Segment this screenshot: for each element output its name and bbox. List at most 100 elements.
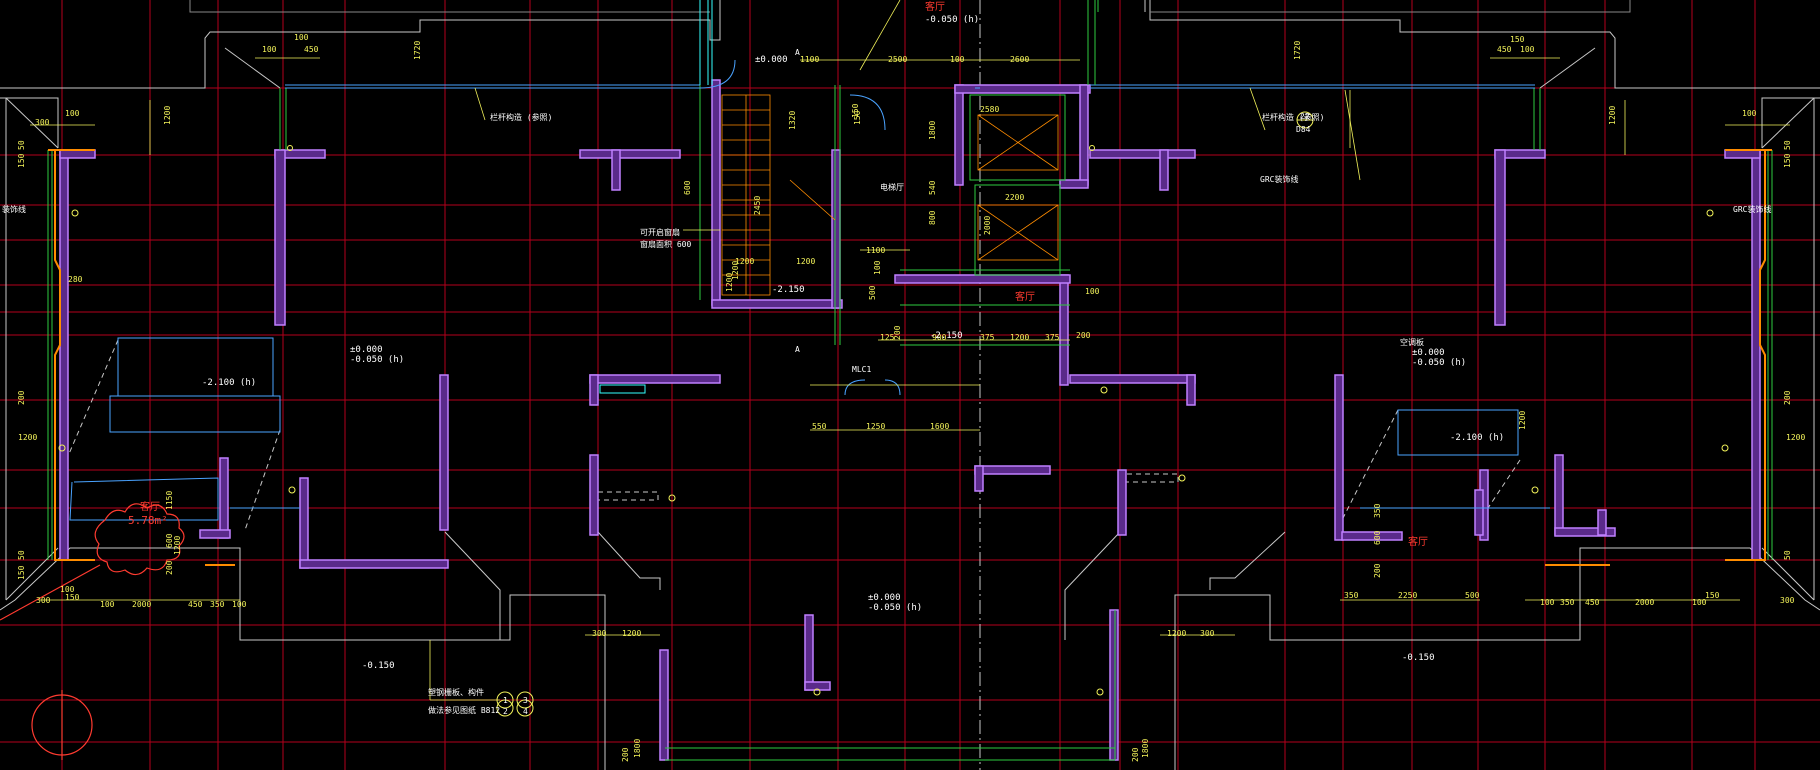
dim-2450: 2450 <box>753 196 762 215</box>
dim-1250: 1250 <box>866 422 885 431</box>
dim-c-2000: 2000 <box>983 216 992 235</box>
dim-br-100b: 100 <box>1692 598 1707 607</box>
elev-pm0-top: ±0.000 <box>755 55 788 65</box>
dim-1200e: 1200 <box>731 261 740 280</box>
annot-note-bottom-2: 做法参见图纸 B812 <box>428 705 500 715</box>
dim-900: 900 <box>932 333 947 342</box>
elev-main-center: ±0.000 <box>868 593 901 603</box>
dim-r-200: 200 <box>1783 390 1792 405</box>
dim-br-350: 350 <box>1344 591 1359 600</box>
dim-left-1200: 1200 <box>18 433 37 442</box>
elevation-texts: ±0.000 -2.150 -0.150 -0.150 ±0.000 -0.05… <box>202 15 1504 671</box>
annotation-texts: GRC装饰线 装饰线 A A 22 D84 1 3 2 4 栏杆构造 (参照) … <box>2 48 1771 716</box>
dim-bl-600: 600 <box>165 533 174 548</box>
annot-grc: GRC装饰线 <box>1260 174 1298 184</box>
red-labels: 客厅 5.78m² 客厅 客厅 客厅 <box>128 0 1428 548</box>
dim-c-1800a: 1800 <box>633 739 642 758</box>
elev-neg0150-left: -0.150 <box>362 661 395 671</box>
elev-top-center: -0.050 (h) <box>925 15 979 25</box>
dimension-lines <box>30 0 1790 701</box>
annot-center-mid: 电梯厅 <box>880 182 904 192</box>
facade-lines <box>47 84 1773 761</box>
elev-neg0150-right: -0.150 <box>1402 653 1435 663</box>
elev-left-room-sub: -0.050 (h) <box>350 355 404 365</box>
dim-r-150: 150 <box>1783 153 1792 168</box>
room-rename-label-right: 客厅 <box>1408 535 1428 548</box>
dim-c-100: 100 <box>1085 287 1100 296</box>
dim-left-150b: 150 <box>17 565 26 580</box>
elev-neg2150-b: -2.150 <box>930 331 963 341</box>
detail-ref-1: 1 <box>503 696 508 705</box>
dim-left-300b: 300 <box>36 596 51 605</box>
dim-bl-200: 200 <box>165 560 174 575</box>
annot-stair-note: 可开启窗扇 <box>640 227 680 237</box>
dim-top-450r: 450 <box>1497 45 1512 54</box>
dim-r-50: 50 <box>1783 140 1792 150</box>
dim-bl-1150: 1150 <box>165 491 174 510</box>
dim-left-150: 150 <box>17 153 26 168</box>
dim-540: 540 <box>928 180 937 195</box>
orange-trim <box>48 149 1772 566</box>
annot-guard-right: 栏杆构造 (参照) <box>1262 112 1324 122</box>
dim-c-200a: 200 <box>621 747 630 762</box>
stair <box>721 94 836 296</box>
section-mark-a-b: A <box>795 345 800 354</box>
dim-br-200: 200 <box>1373 563 1382 578</box>
dim-1200h: 1200 <box>725 273 734 292</box>
dim-left-100b: 100 <box>60 585 75 594</box>
dim-br-500: 500 <box>1465 591 1480 600</box>
annot-guard: 栏杆构造 (参照) <box>490 112 552 122</box>
detail-ref-22: 22 <box>1300 112 1310 121</box>
room-rename-label-top: 客厅 <box>925 0 945 13</box>
dim-550: 550 <box>812 422 827 431</box>
walls <box>59 79 1761 761</box>
elev-left-bay: -2.100 (h) <box>202 378 256 388</box>
dim-top-1720: 1720 <box>413 41 422 60</box>
elev-main-center-sub: -0.050 (h) <box>868 603 922 613</box>
dim-2200: 2200 <box>1005 193 1024 202</box>
dim-r-1200: 1200 <box>1786 433 1805 442</box>
dim-top-2500: 2500 <box>888 55 907 64</box>
dim-br-350b: 350 <box>1560 598 1575 607</box>
dim-200a: 200 <box>893 325 902 340</box>
dim-top-1100: 1100 <box>800 55 819 64</box>
dim-top-100c: 100 <box>950 55 965 64</box>
annot-right-mid: 空调板 <box>1400 337 1424 347</box>
dim-1200c: 1200 <box>735 257 754 266</box>
section-mark-a: A <box>795 48 800 57</box>
dim-1600: 1600 <box>930 422 949 431</box>
dim-1200i: 1200 <box>1010 333 1029 342</box>
room-rename-label: 客厅 <box>140 500 160 513</box>
revision-cloud <box>0 503 185 760</box>
dim-1200f: 1200 <box>173 536 182 555</box>
room-rename-label-center: 客厅 <box>1015 290 1035 303</box>
elev-right-room: ±0.000 <box>1412 348 1445 358</box>
dim-left-300: 300 <box>35 118 50 127</box>
dim-1320: 1320 <box>788 111 797 130</box>
dim-top-150r: 150 <box>1510 35 1525 44</box>
elev-left-room: ±0.000 <box>350 345 383 355</box>
markers <box>58 111 1729 717</box>
dim-c-1200b: 1200 <box>1167 629 1186 638</box>
dim-1200a: 1200 <box>163 106 172 125</box>
dim-280: 280 <box>68 275 83 284</box>
dim-br-2000: 2000 <box>1635 598 1654 607</box>
dim-bl-100: 100 <box>100 600 115 609</box>
dim-1100: 1100 <box>866 246 885 255</box>
elevator-shafts <box>977 114 1059 261</box>
dimension-texts: 100 100 450 1720 2500 100 2600 1100 150 … <box>17 33 1805 762</box>
dim-375b: 375 <box>1045 333 1060 342</box>
dim-r-50b: 50 <box>1783 550 1792 560</box>
dim-bl-450: 450 <box>188 600 203 609</box>
dim-br-600: 600 <box>1373 530 1382 545</box>
dim-125: 125 <box>880 333 895 342</box>
dim-left-100: 100 <box>65 109 80 118</box>
cyan-markers <box>599 0 713 394</box>
dim-top-450: 450 <box>304 45 319 54</box>
grc-note: GRC装饰线 <box>1733 204 1771 214</box>
dim-800: 800 <box>928 210 937 225</box>
green-accents <box>1087 0 1099 85</box>
dim-top-150: 150 <box>853 110 862 125</box>
